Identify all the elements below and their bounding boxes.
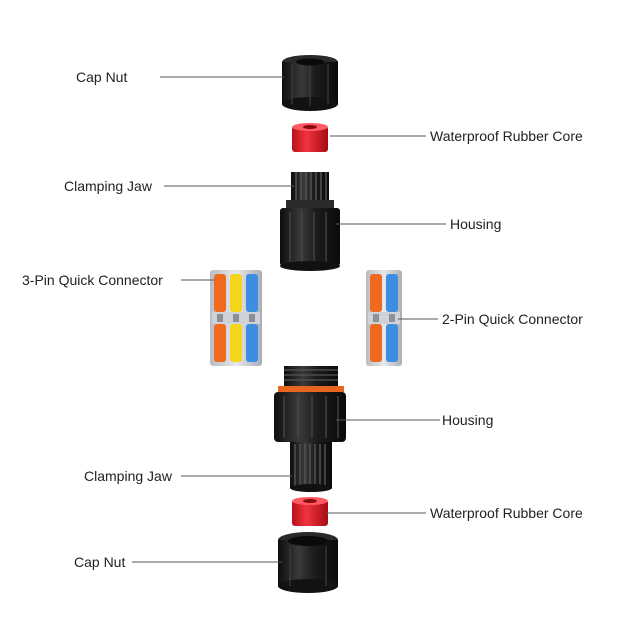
housing-bottom-part: [274, 366, 346, 492]
label-clamping-jaw-top: Clamping Jaw: [64, 178, 152, 194]
label-cap-nut-bottom: Cap Nut: [74, 554, 126, 570]
label-housing-top: Housing: [450, 216, 502, 232]
label-two-pin-connector: 2-Pin Quick Connector: [442, 311, 583, 327]
leader-lines: [132, 76, 446, 563]
rubber-core-bottom-part: [292, 497, 328, 526]
label-rubber-core-top: Waterproof Rubber Core: [430, 128, 583, 144]
label-housing-bottom: Housing: [442, 412, 494, 428]
label-clamping-jaw-bottom: Clamping Jaw: [84, 468, 172, 484]
label-three-pin-connector: 3-Pin Quick Connector: [22, 272, 163, 288]
three-pin-connector-part: [210, 270, 262, 366]
two-pin-connector-part: [366, 270, 402, 366]
rubber-core-top-part: [292, 123, 328, 152]
label-cap-nut-top: Cap Nut: [76, 69, 128, 85]
label-rubber-core-bottom: Waterproof Rubber Core: [430, 505, 583, 521]
housing-top-part: [280, 172, 340, 271]
cap-nut-bottom-part: [278, 532, 338, 593]
cap-nut-top-part: [282, 55, 338, 111]
